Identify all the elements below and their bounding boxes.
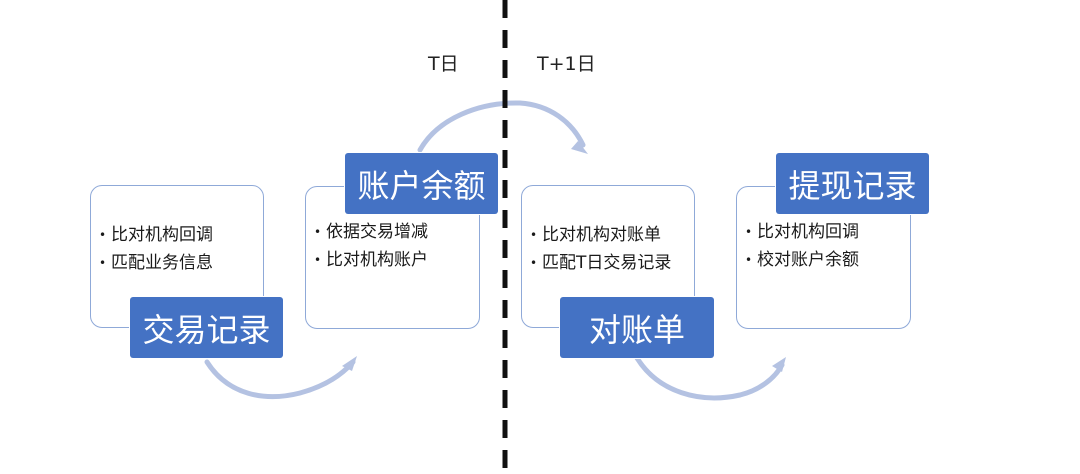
step-label-statement: 对账单 bbox=[560, 297, 714, 358]
bullet-list: •比对机构回调 •匹配业务信息 bbox=[99, 221, 213, 277]
day-label-t: T日 bbox=[428, 53, 459, 75]
bullet-list: •依据交易增减 •比对机构账户 bbox=[314, 218, 428, 274]
arrow-3 bbox=[634, 355, 785, 401]
arrow-3-head bbox=[772, 357, 786, 372]
bullet-item: •比对机构回调 bbox=[745, 222, 859, 242]
arrow-2 bbox=[417, 100, 586, 153]
bullet-item: •依据交易增减 bbox=[314, 222, 428, 242]
arrow-1-head bbox=[342, 356, 357, 371]
bullet-item: •比对机构账户 bbox=[314, 250, 428, 270]
step-label-withdrawal-records: 提现记录 bbox=[776, 153, 929, 214]
bullet-item: •比对机构回调 bbox=[99, 225, 213, 245]
day-label-t-plus-1: T+1日 bbox=[537, 53, 596, 75]
bullet-list: •比对机构对账单 •匹配T日交易记录 bbox=[530, 221, 671, 277]
arrow-2-head bbox=[571, 141, 588, 154]
bullet-item: •比对机构对账单 bbox=[530, 225, 661, 245]
arrow-1 bbox=[204, 359, 356, 400]
step-label-account-balance: 账户余额 bbox=[345, 153, 498, 214]
step-label-transaction-records: 交易记录 bbox=[130, 297, 283, 358]
bullet-list: •比对机构回调 •校对账户余额 bbox=[745, 218, 859, 274]
bullet-item: •匹配业务信息 bbox=[99, 253, 213, 273]
bullet-item: •匹配T日交易记录 bbox=[530, 253, 672, 273]
bullet-item: •校对账户余额 bbox=[745, 250, 859, 270]
